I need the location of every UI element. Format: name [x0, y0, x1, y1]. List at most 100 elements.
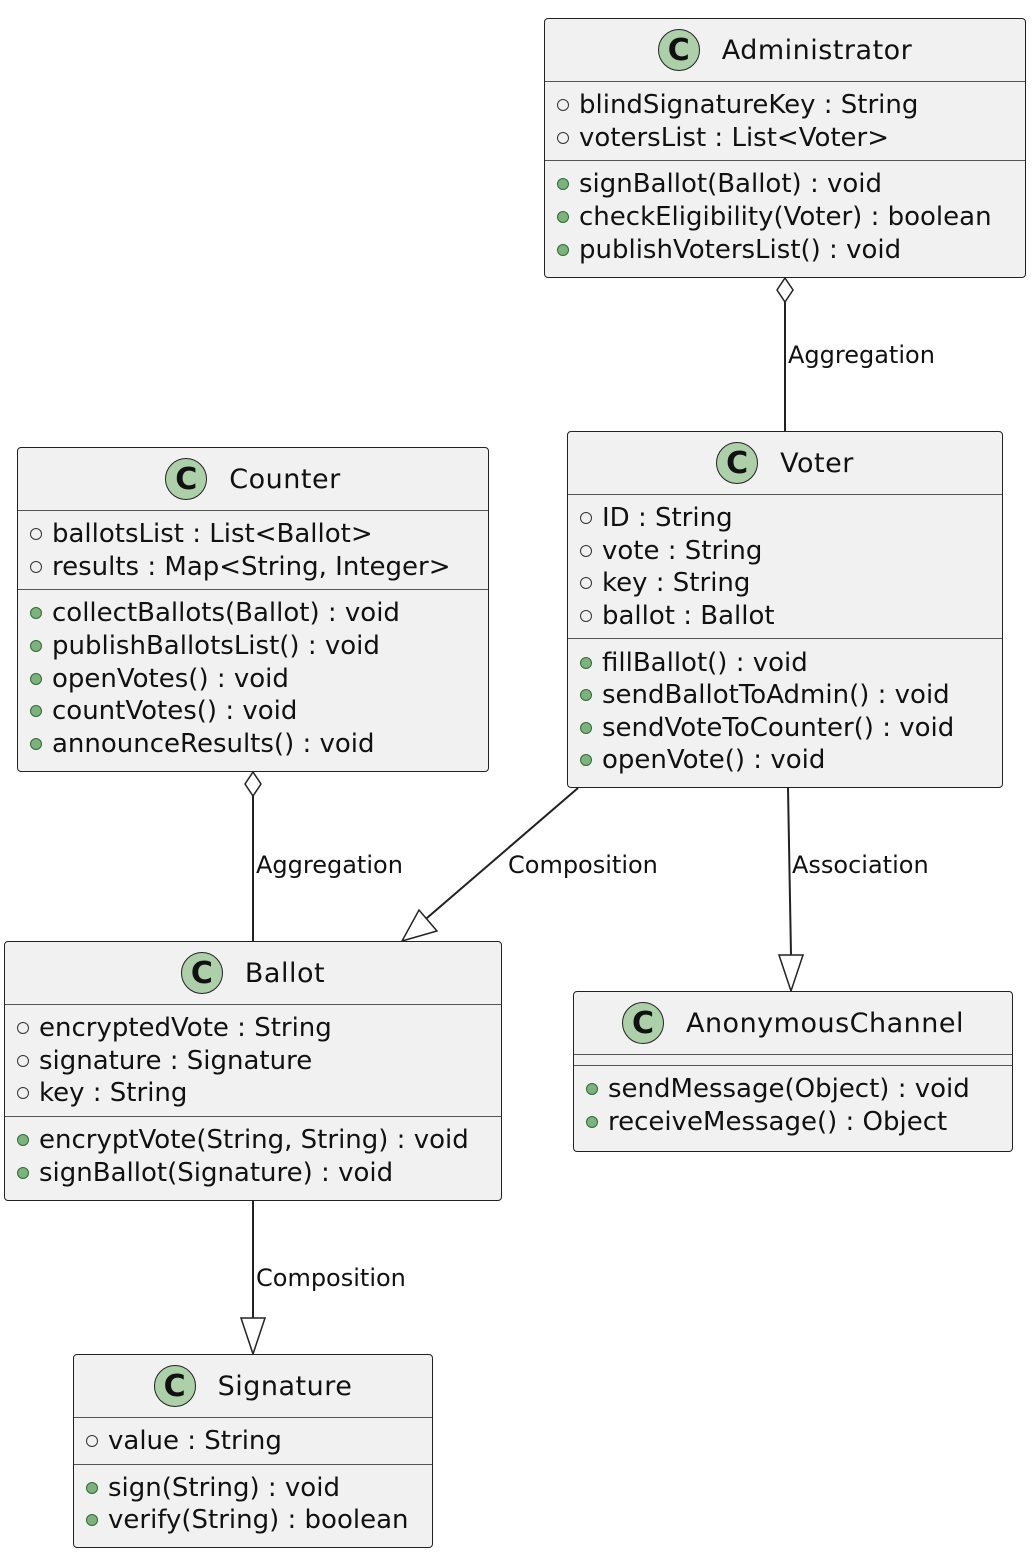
- edge-label-ballot-signature: Composition: [256, 1264, 406, 1292]
- class-c-icon: C: [657, 29, 700, 71]
- class-anonymous-channel[interactable]: C AnonymousChannel sendMessage(Object) :…: [573, 991, 1013, 1152]
- class-name: Signature: [217, 1370, 353, 1402]
- attribute-text: ballot : Ballot: [602, 601, 775, 632]
- class-header: C Ballot: [5, 942, 501, 1005]
- attributes-section: [574, 1055, 1012, 1065]
- method-row: openVotes() : void: [18, 662, 488, 695]
- class-name: Voter: [780, 447, 854, 479]
- method-text: openVote() : void: [602, 745, 826, 776]
- field-visibility-icon: [30, 560, 42, 573]
- attribute-text: signature : Signature: [39, 1045, 313, 1076]
- method-text: openVotes() : void: [52, 663, 289, 694]
- method-text: publishVotersList() : void: [579, 234, 902, 265]
- attribute-text: blindSignatureKey : String: [579, 90, 919, 121]
- method-row: openVote() : void: [568, 744, 1002, 777]
- method-row: signBallot(Ballot) : void: [545, 168, 1025, 201]
- method-visibility-icon: [17, 1166, 29, 1179]
- attributes-section: ballotsList : List<Ballot>results : Map<…: [18, 511, 488, 589]
- class-header: C Voter: [568, 432, 1002, 495]
- method-visibility-icon: [30, 705, 42, 718]
- class-administrator[interactable]: C Administrator blindSignatureKey : Stri…: [544, 18, 1026, 278]
- method-text: sendBallotToAdmin() : void: [602, 680, 950, 711]
- hollow-arrowhead-icon: [777, 954, 805, 994]
- method-row: fillBallot() : void: [568, 646, 1002, 679]
- method-text: fillBallot() : void: [602, 647, 808, 678]
- method-visibility-icon: [557, 211, 569, 224]
- class-signature[interactable]: C Signature value : String sign(String) …: [73, 1354, 433, 1548]
- method-visibility-icon: [17, 1134, 29, 1147]
- method-row: sendMessage(Object) : void: [574, 1073, 1012, 1106]
- field-visibility-icon: [580, 512, 592, 525]
- attribute-text: encryptedVote : String: [39, 1013, 332, 1044]
- method-text: encryptVote(String, String) : void: [39, 1125, 469, 1156]
- method-row: publishVotersList() : void: [545, 233, 1025, 266]
- class-header: C Counter: [18, 448, 488, 511]
- method-visibility-icon: [557, 243, 569, 256]
- attribute-row: ballot : Ballot: [568, 600, 1002, 633]
- method-text: signBallot(Ballot) : void: [579, 169, 882, 200]
- class-header: C Administrator: [545, 19, 1025, 82]
- class-name: Administrator: [721, 34, 913, 66]
- method-text: sign(String) : void: [108, 1472, 340, 1503]
- method-visibility-icon: [580, 656, 592, 669]
- edge-label-admin-voter: Aggregation: [788, 341, 935, 369]
- attribute-row: ID : String: [568, 502, 1002, 535]
- attribute-row: encryptedVote : String: [5, 1012, 501, 1045]
- attribute-row: key : String: [568, 567, 1002, 600]
- field-visibility-icon: [86, 1435, 98, 1448]
- method-visibility-icon: [580, 754, 592, 767]
- method-visibility-icon: [30, 607, 42, 620]
- hollow-arrowhead-icon: [239, 1317, 267, 1357]
- attribute-row: blindSignatureKey : String: [545, 89, 1025, 122]
- method-text: countVotes() : void: [52, 696, 298, 727]
- aggregation-diamond-icon: [244, 770, 262, 798]
- edge-label-voter-ballot: Composition: [508, 851, 658, 879]
- field-visibility-icon: [580, 577, 592, 590]
- method-row: checkEligibility(Voter) : boolean: [545, 201, 1025, 234]
- field-visibility-icon: [580, 544, 592, 557]
- field-visibility-icon: [580, 610, 592, 623]
- method-text: receiveMessage() : Object: [608, 1106, 948, 1137]
- method-row: collectBallots(Ballot) : void: [18, 597, 488, 630]
- class-c-icon: C: [180, 952, 223, 994]
- class-c-icon: C: [621, 1002, 664, 1044]
- method-row: countVotes() : void: [18, 695, 488, 728]
- field-visibility-icon: [17, 1087, 29, 1100]
- class-header: C AnonymousChannel: [574, 992, 1012, 1055]
- method-row: verify(String) : boolean: [74, 1504, 432, 1537]
- method-row: encryptVote(String, String) : void: [5, 1124, 501, 1157]
- attribute-text: results : Map<String, Integer>: [52, 551, 451, 582]
- field-visibility-icon: [30, 528, 42, 541]
- class-header: C Signature: [74, 1355, 432, 1418]
- field-visibility-icon: [557, 131, 569, 144]
- class-c-icon: C: [165, 458, 208, 500]
- method-text: announceResults() : void: [52, 728, 375, 759]
- attribute-row: results : Map<String, Integer>: [18, 551, 488, 584]
- attribute-row: ballotsList : List<Ballot>: [18, 518, 488, 551]
- method-text: publishBallotsList() : void: [52, 631, 380, 662]
- method-text: verify(String) : boolean: [108, 1505, 409, 1536]
- attribute-text: ID : String: [602, 503, 733, 534]
- method-text: checkEligibility(Voter) : boolean: [579, 202, 992, 233]
- class-c-icon: C: [716, 442, 759, 484]
- method-row: signBallot(Signature) : void: [5, 1156, 501, 1189]
- method-row: sign(String) : void: [74, 1472, 432, 1505]
- method-visibility-icon: [30, 737, 42, 750]
- method-visibility-icon: [86, 1481, 98, 1494]
- class-c-icon: C: [153, 1365, 196, 1407]
- method-text: sendVoteToCounter() : void: [602, 712, 955, 743]
- class-counter[interactable]: C Counter ballotsList : List<Ballot>resu…: [17, 447, 489, 772]
- attribute-text: vote : String: [602, 535, 763, 566]
- hollow-arrowhead-icon: [400, 908, 439, 943]
- method-visibility-icon: [580, 689, 592, 702]
- method-text: sendMessage(Object) : void: [608, 1074, 970, 1105]
